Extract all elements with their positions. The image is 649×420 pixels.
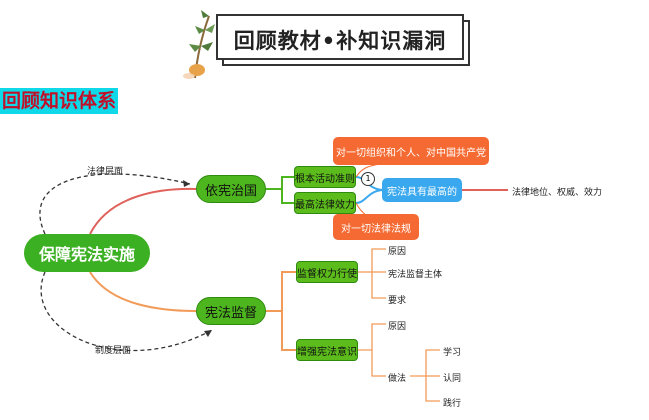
- dashed-arrow-top: [39, 173, 191, 235]
- list-item: 原因: [388, 247, 407, 257]
- list-item: 宪法监督主体: [388, 270, 443, 280]
- list-item: 认同: [443, 374, 462, 384]
- callout-all-organizations: 对一切组织和个人、对中国共产党: [333, 137, 489, 165]
- list-item: 学习: [443, 348, 462, 358]
- child-fundamental-norm: 根本活动准则: [294, 166, 356, 188]
- edge-branch1-children: [266, 176, 294, 204]
- banner-title: 回顾教材•补知识漏洞: [233, 29, 447, 53]
- list-item: 原因: [388, 322, 407, 332]
- edge-child2-items: [358, 323, 386, 377]
- branch-rule-by-constitution: 依宪治国: [196, 175, 266, 203]
- section-title: 回顾知识体系: [0, 88, 119, 114]
- child-supreme-effect: 最高法律效力: [294, 192, 356, 214]
- core-supreme-status: 宪法具有最高的: [382, 178, 462, 202]
- list-item: 做法: [388, 374, 407, 384]
- edge-method-items: [410, 349, 440, 402]
- header-banner: 回顾教材•补知识漏洞: [216, 14, 470, 66]
- list-item: 要求: [388, 296, 407, 306]
- mindmap-root: 保障宪法实施: [24, 234, 150, 272]
- marker-badge: 1: [361, 172, 375, 186]
- edge-branch2-children: [266, 271, 296, 351]
- dashed-arrow-bottom: [40, 271, 213, 352]
- edge-label-system: 制度层面: [95, 346, 132, 356]
- edge-label-legal: 法律层面: [87, 167, 124, 177]
- callout-all-laws: 对一切法律法规: [333, 214, 419, 240]
- leaf-decoration-icon: [183, 10, 215, 79]
- child-enhance-awareness: 增强宪法意识: [296, 339, 358, 361]
- edge-child1-items: [358, 248, 386, 299]
- edge-root-branch1: [89, 187, 197, 235]
- branch-constitutional-supervision: 宪法监督: [196, 297, 266, 325]
- edge-root-branch2: [89, 271, 197, 312]
- list-item: 践行: [443, 399, 462, 409]
- core-detail-text: 法律地位、权威、效力: [512, 188, 603, 198]
- child-supervise-power: 监督权力行使: [296, 261, 358, 283]
